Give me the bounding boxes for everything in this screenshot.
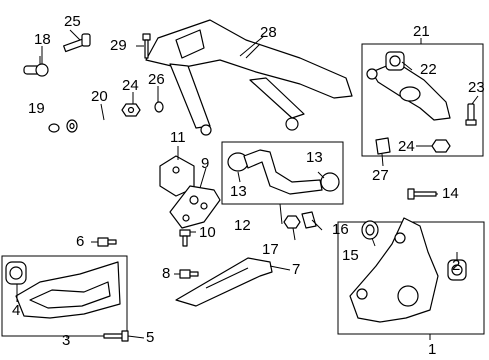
washer-19-part (48, 123, 60, 133)
lower-arm-group-frame (1, 255, 128, 337)
callout-23: 23 (468, 79, 485, 96)
knuckle-1-part (349, 217, 439, 323)
nut-24a-part (121, 103, 141, 117)
upper-arm-part (227, 149, 340, 195)
washer-26-part (154, 101, 164, 113)
callout-10: 10 (199, 224, 216, 241)
nut-17-part (283, 215, 301, 229)
ring-15-part (361, 220, 379, 240)
bushing-22-part (385, 51, 405, 71)
callout-12: 12 (234, 217, 251, 234)
callout-2: 2 (452, 257, 461, 274)
callout-1: 1 (428, 341, 437, 358)
bolt-18-part (23, 56, 49, 77)
callout-4: 4 (12, 302, 21, 319)
callout-25: 25 (64, 13, 81, 30)
washer-20-part (66, 119, 78, 133)
callout-17: 17 (262, 241, 279, 258)
trailing-arm-part (366, 61, 451, 121)
crossmember-part (145, 19, 353, 136)
callout-29: 29 (110, 37, 127, 54)
callout-7: 7 (292, 261, 301, 278)
bracket-9-part (169, 185, 221, 229)
bolt-25-part (63, 29, 91, 53)
callout-24-left: 24 (122, 77, 139, 94)
bolt-23-part (465, 103, 477, 126)
callout-3: 3 (62, 332, 71, 349)
callout-28: 28 (260, 24, 277, 41)
callout-15: 15 (342, 247, 359, 264)
bolt-5-part (103, 330, 129, 342)
callout-16: 16 (332, 221, 349, 238)
callout-21: 21 (413, 23, 430, 40)
callout-8: 8 (162, 265, 171, 282)
bolt-6-part (97, 237, 117, 247)
bolt-14-part (407, 188, 437, 200)
upper-arm-group-frame (221, 141, 344, 205)
callout-20: 20 (91, 88, 108, 105)
callout-13-right: 13 (306, 149, 323, 166)
leader-lines (16, 38, 479, 340)
callout-5: 5 (146, 329, 155, 346)
clip-16-part (301, 211, 317, 229)
callout-18: 18 (34, 31, 51, 48)
shield-7-part (175, 257, 273, 307)
callout-27: 27 (372, 167, 389, 184)
callout-22: 22 (420, 61, 437, 78)
callout-13-left: 13 (230, 183, 247, 200)
bolt-10-part (179, 229, 191, 247)
callout-14: 14 (442, 185, 459, 202)
bolt-29-part (136, 33, 151, 59)
trailing-arm-group-frame (361, 43, 484, 157)
callout-11: 11 (170, 129, 186, 146)
callout-6: 6 (76, 233, 85, 250)
bolt-8-part (179, 269, 199, 279)
sleeve-27-part (375, 137, 391, 155)
bushing-2-part (447, 259, 467, 281)
lower-arm-part (5, 261, 121, 319)
callout-24-right: 24 (398, 138, 415, 155)
nut-24b-part (431, 139, 451, 153)
callout-9: 9 (201, 155, 210, 172)
callout-26: 26 (148, 71, 165, 88)
callout-19: 19 (28, 100, 45, 117)
